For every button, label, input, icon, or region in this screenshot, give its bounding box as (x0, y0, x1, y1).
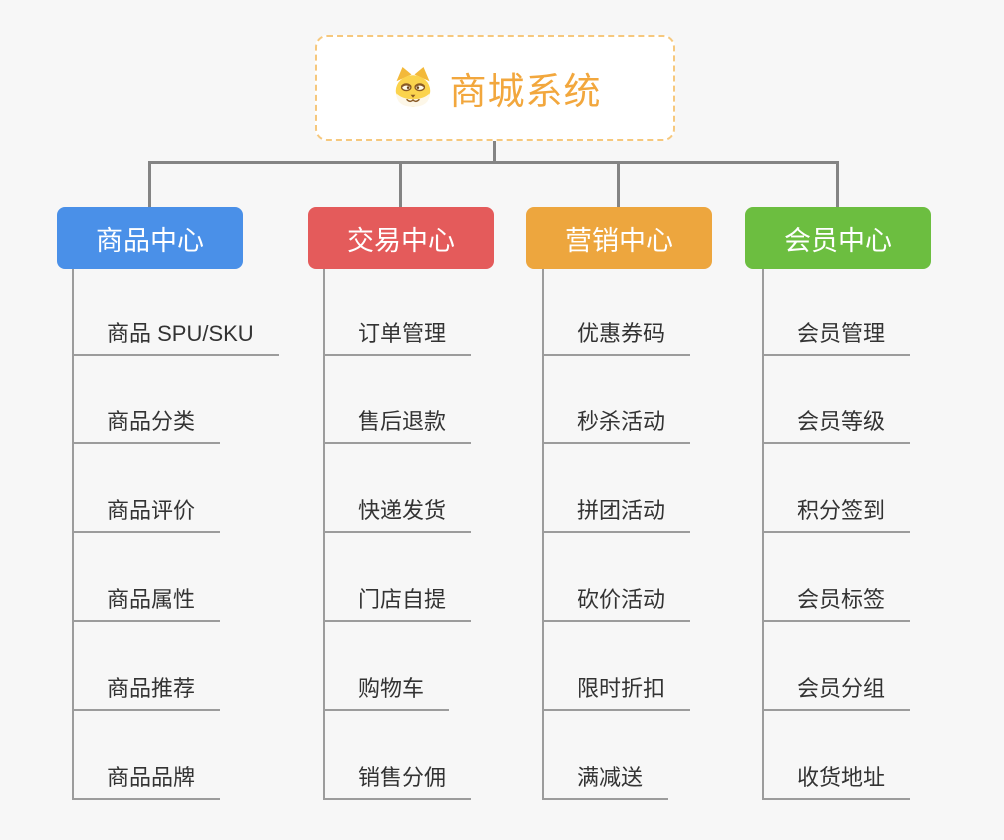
branch-1-header[interactable]: 商品中心 (57, 207, 243, 269)
branch-4-spine (762, 269, 764, 800)
branch-1-item-2[interactable]: 商品分类 (73, 400, 221, 444)
branch-2-item-6[interactable]: 销售分佣 (324, 756, 472, 800)
branch-3-item-5[interactable]: 限时折扣 (543, 667, 691, 711)
branch-4-item-2[interactable]: 会员等级 (763, 400, 911, 444)
root-label: 商城系统 (449, 71, 602, 112)
branch-3-item-4[interactable]: 砍价活动 (543, 578, 691, 622)
branch-1-spine (72, 269, 74, 800)
branch-4-item-6[interactable]: 收货地址 (763, 756, 911, 800)
branch-2-item-3[interactable]: 快递发货 (324, 489, 472, 533)
branch-1-item-4[interactable]: 商品属性 (73, 578, 221, 622)
branch-1-item-5[interactable]: 商品推荐 (73, 667, 221, 711)
branch-2-item-5[interactable]: 购物车 (324, 667, 450, 711)
branch-3-item-6[interactable]: 满减送 (543, 756, 669, 800)
branch-3-header[interactable]: 营销中心 (526, 207, 712, 269)
connector-drop-branch-4 (836, 161, 839, 209)
branch-1-item-6[interactable]: 商品品牌 (73, 756, 221, 800)
branch-4-item-4[interactable]: 会员标签 (763, 578, 911, 622)
branch-1-item-1[interactable]: 商品 SPU/SKU (73, 312, 279, 356)
connector-drop-branch-2 (399, 161, 402, 209)
branch-3-spine (542, 269, 544, 800)
branch-4-item-5[interactable]: 会员分组 (763, 667, 911, 711)
branch-4-item-3[interactable]: 积分签到 (763, 489, 911, 533)
connector-drop-branch-1 (148, 161, 151, 209)
branch-3-item-1[interactable]: 优惠券码 (543, 312, 691, 356)
branch-2-item-4[interactable]: 门店自提 (324, 578, 472, 622)
root-node[interactable]: 商城系统 (315, 35, 675, 141)
branch-4-header[interactable]: 会员中心 (745, 207, 931, 269)
dog-face-icon (389, 64, 437, 112)
branch-3-item-3[interactable]: 拼团活动 (543, 489, 691, 533)
branch-2-spine (323, 269, 325, 800)
connector-root-drop (493, 139, 496, 164)
branch-3-item-2[interactable]: 秒杀活动 (543, 400, 691, 444)
branch-2-item-1[interactable]: 订单管理 (324, 312, 472, 356)
branch-2-header[interactable]: 交易中心 (308, 207, 494, 269)
branch-2-item-2[interactable]: 售后退款 (324, 400, 472, 444)
branch-4-item-1[interactable]: 会员管理 (763, 312, 911, 356)
connector-drop-branch-3 (617, 161, 620, 209)
connector-bus (148, 161, 839, 164)
branch-1-item-3[interactable]: 商品评价 (73, 489, 221, 533)
